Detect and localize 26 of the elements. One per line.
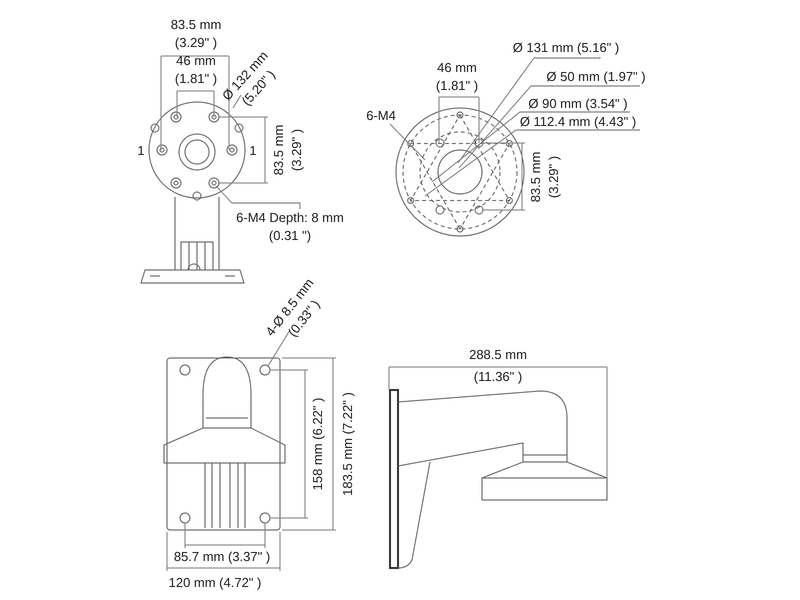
callout-text: Ø 90 mm (3.54" ) bbox=[508, 95, 648, 113]
callout-text: 6-M4 bbox=[356, 107, 406, 125]
hole-number: 1 bbox=[248, 142, 258, 160]
callout-text: 6-M4 Depth: 8 mm (0.31 ") bbox=[225, 209, 355, 245]
dimension-text: 288.5 mm (11.36" ) bbox=[468, 346, 528, 386]
dimension-text: 158 mm (6.22" ) bbox=[309, 396, 326, 492]
leader-line bbox=[268, 330, 290, 366]
leader-line bbox=[390, 124, 426, 160]
leader-line bbox=[458, 86, 640, 168]
leader-line bbox=[424, 130, 640, 196]
dimension-text: 46 mm (1.81" ) bbox=[174, 52, 218, 88]
leader-line bbox=[216, 186, 300, 210]
callout-text: Ø 131 mm (5.16" ) bbox=[491, 39, 641, 57]
dimension-text: 83.5 mm (3.29" ) bbox=[170, 16, 222, 52]
callout-text: Ø 50 mm (1.97" ) bbox=[526, 68, 666, 86]
dimension-text: 120 mm (4.72" ) bbox=[168, 574, 262, 592]
hole-number: 1 bbox=[136, 142, 146, 160]
leader-line bbox=[232, 94, 242, 108]
dimension-text: 83.5 mm (3.29" ) bbox=[270, 124, 305, 178]
dimension-text: 46 mm (1.81" ) bbox=[434, 59, 480, 95]
dimension-text: 83.5 mm (3.29" ) bbox=[527, 150, 562, 204]
callout-text: Ø 112.4 mm (4.43" ) bbox=[508, 113, 648, 131]
leader-line bbox=[432, 112, 630, 182]
dimension-text: 85.7 mm (3.37" ) bbox=[172, 548, 272, 566]
leader-line bbox=[458, 56, 600, 164]
dimension-text: 183.5 mm (7.22" ) bbox=[339, 391, 356, 498]
